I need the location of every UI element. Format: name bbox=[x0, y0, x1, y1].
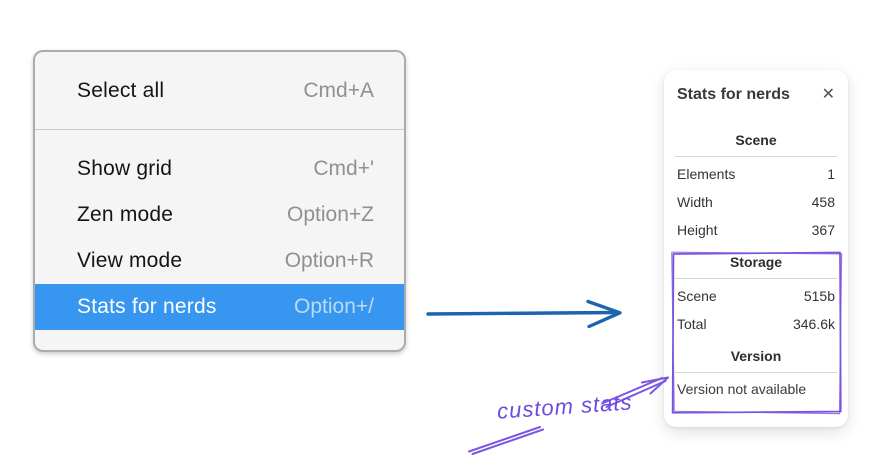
stat-value: 458 bbox=[811, 194, 835, 210]
menu-item-label: Stats for nerds bbox=[77, 295, 217, 318]
stat-label: Width bbox=[677, 194, 713, 210]
stat-row-width: Width 458 bbox=[677, 188, 835, 216]
menu-section-top: Select all Cmd+A bbox=[35, 52, 404, 130]
section-header-storage: Storage bbox=[729, 254, 783, 270]
stats-panel: Stats for nerds ✕ Scene Elements 1 Width… bbox=[664, 70, 848, 427]
stat-label: Total bbox=[677, 316, 707, 332]
menu-item-select-all[interactable]: Select all Cmd+A bbox=[35, 68, 404, 114]
divider bbox=[675, 156, 837, 157]
stat-value: 1 bbox=[827, 166, 835, 182]
stat-label: Elements bbox=[677, 166, 736, 182]
stat-label: Scene bbox=[677, 288, 717, 304]
stats-panel-title: Stats for nerds bbox=[677, 86, 790, 103]
menu-item-shortcut: Cmd+A bbox=[303, 78, 374, 102]
menu-item-shortcut: Cmd+' bbox=[313, 157, 374, 180]
stat-value: 367 bbox=[811, 222, 835, 238]
menu-item-label: Show grid bbox=[77, 157, 173, 180]
menu-item-label: Zen mode bbox=[77, 203, 174, 226]
flow-arrow bbox=[426, 299, 622, 329]
stat-label: Height bbox=[677, 222, 718, 238]
annotation-label: custom stats bbox=[496, 389, 634, 424]
menu-item-show-grid[interactable]: Show grid Cmd+' bbox=[35, 146, 404, 192]
menu-item-shortcut: Option+R bbox=[284, 249, 374, 272]
menu-item-view-mode[interactable]: View mode Option+R bbox=[35, 238, 404, 284]
menu-item-zen-mode[interactable]: Zen mode Option+Z bbox=[35, 192, 404, 238]
context-menu: Select all Cmd+A Show grid Cmd+' Zen mod… bbox=[33, 50, 406, 352]
divider bbox=[675, 372, 837, 373]
menu-item-label: View mode bbox=[77, 249, 183, 272]
menu-item-stats-for-nerds[interactable]: Stats for nerds Option+/ bbox=[35, 284, 404, 330]
stat-row-total: Total 346.6k bbox=[677, 310, 835, 338]
storage-stats: Scene 515b Total 346.6k bbox=[677, 282, 835, 338]
section-header-version: Version bbox=[730, 348, 782, 364]
scene-stats: Elements 1 Width 458 Height 367 bbox=[677, 160, 835, 244]
menu-item-shortcut: Option+Z bbox=[287, 203, 374, 226]
menu-item-shortcut: Option+/ bbox=[294, 295, 374, 318]
section-header-scene: Scene bbox=[735, 132, 777, 148]
close-icon[interactable]: ✕ bbox=[821, 86, 835, 103]
stat-row-elements: Elements 1 bbox=[677, 160, 835, 188]
version-note: Version not available bbox=[677, 381, 807, 397]
stat-row-scene: Scene 515b bbox=[677, 282, 835, 310]
stat-row-height: Height 367 bbox=[677, 216, 835, 244]
menu-item-label: Select all bbox=[77, 78, 165, 102]
stat-value: 515b bbox=[803, 288, 835, 304]
menu-section-view: Show grid Cmd+' Zen mode Option+Z View m… bbox=[35, 130, 404, 330]
stats-panel-titlebar: Stats for nerds ✕ bbox=[677, 86, 835, 104]
stat-value: 346.6k bbox=[792, 316, 835, 332]
divider bbox=[675, 278, 837, 279]
